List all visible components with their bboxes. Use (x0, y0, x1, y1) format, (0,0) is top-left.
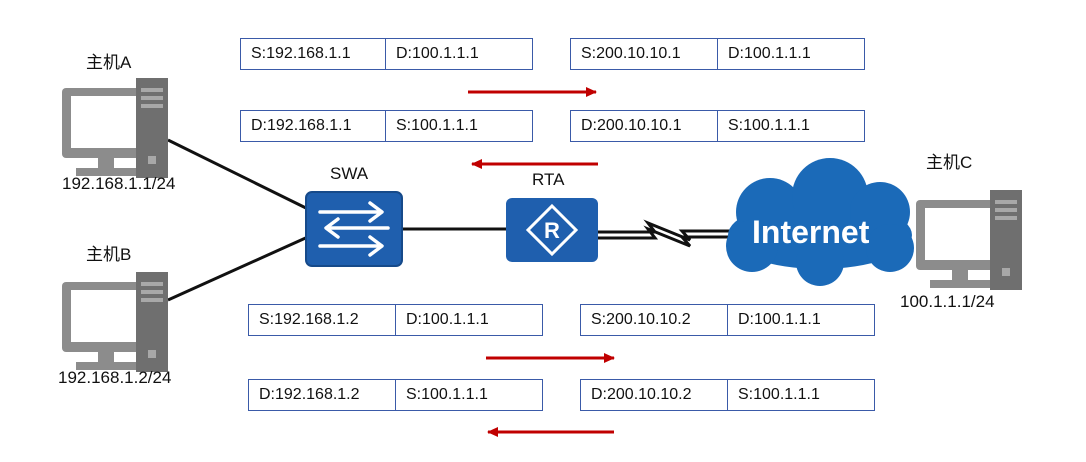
switch-icon (305, 191, 403, 267)
packet-a-in-outside-dst: D:200.10.10.1 (570, 110, 718, 142)
packet-b-out-inside-src: S:192.168.1.2 (248, 304, 396, 336)
link-hosta-swa (167, 138, 311, 212)
packet-a-out-outside-src: S:200.10.10.1 (570, 38, 718, 70)
serial-link-rta-internet (596, 219, 740, 242)
packet-a-in-inside-dst: D:192.168.1.1 (240, 110, 386, 142)
host-a-computer-icon (62, 78, 168, 178)
serial-link-rta-internet-2 (596, 225, 740, 248)
router-label: RTA (532, 170, 565, 189)
packet-a-out-inside-src: S:192.168.1.1 (240, 38, 386, 70)
host-b-name: 主机B (86, 245, 132, 264)
packet-a-out-outside-dst: D:100.1.1.1 (717, 38, 865, 70)
host-c-computer-icon (916, 190, 1022, 290)
packet-b-in-outside-src: S:100.1.1.1 (727, 379, 875, 411)
packet-b-in-outside-dst: D:200.10.10.2 (580, 379, 728, 411)
switch-label: SWA (330, 164, 369, 183)
internet-cloud-icon (726, 158, 914, 286)
router-icon: R (506, 198, 598, 262)
internet-label: Internet (752, 214, 870, 250)
packet-b-in-inside-dst: D:192.168.1.2 (248, 379, 396, 411)
packet-a-out-inside-dst: D:100.1.1.1 (385, 38, 533, 70)
packet-b-out-outside-dst: D:100.1.1.1 (727, 304, 875, 336)
packet-a-in-inside-src: S:100.1.1.1 (385, 110, 533, 142)
host-a-name: 主机A (86, 53, 132, 72)
link-hostb-swa (167, 234, 311, 302)
packet-a-in-outside-src: S:100.1.1.1 (717, 110, 865, 142)
packet-b-out-outside-src: S:200.10.10.2 (580, 304, 728, 336)
host-c-ip: 100.1.1.1/24 (900, 292, 995, 311)
packet-b-in-inside-src: S:100.1.1.1 (395, 379, 543, 411)
packet-b-out-inside-dst: D:100.1.1.1 (395, 304, 543, 336)
host-c-name: 主机C (926, 153, 973, 172)
host-a-ip: 192.168.1.1/24 (62, 174, 176, 193)
host-b-computer-icon (62, 272, 168, 372)
host-b-ip: 192.168.1.2/24 (58, 368, 172, 387)
svg-text:R: R (544, 218, 560, 243)
